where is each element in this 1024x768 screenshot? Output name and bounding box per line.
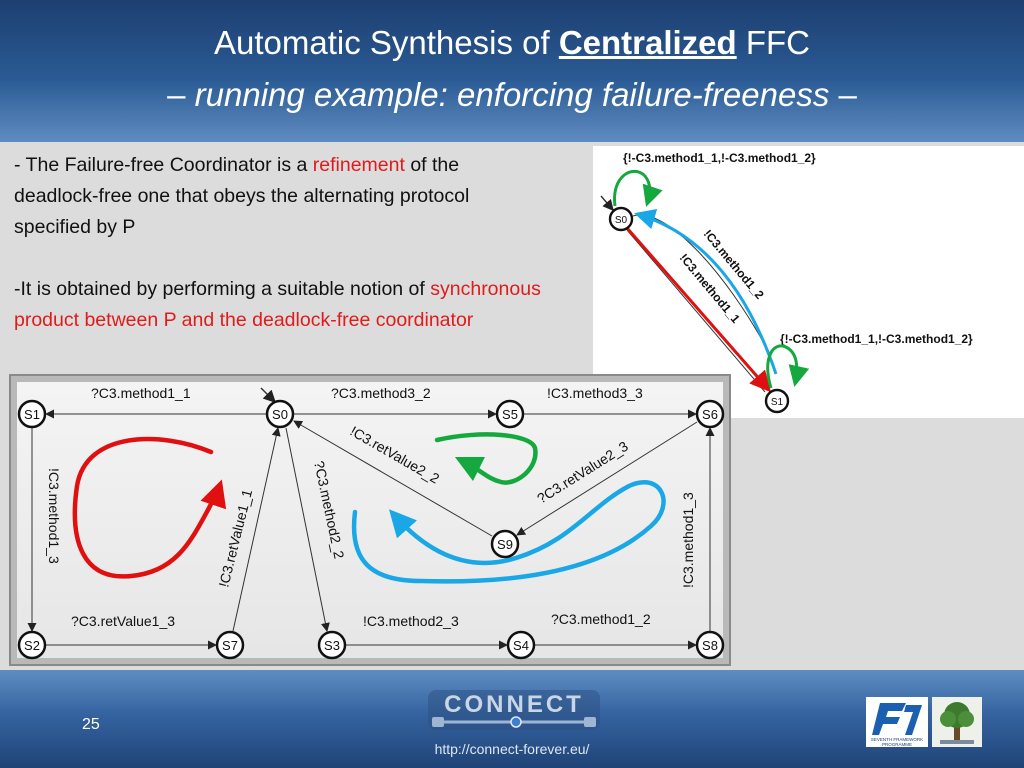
- state-s9-label: S9: [497, 537, 513, 552]
- state-s0-label: S0: [272, 407, 288, 422]
- state-s8-label: S8: [702, 638, 718, 653]
- state-s3: S3: [317, 630, 347, 660]
- label-s1-s2: !C3.method1_3: [46, 468, 62, 564]
- p2-text-a: -It is obtained by performing a suitable…: [14, 278, 431, 300]
- edge-s9-s0: [293, 420, 493, 537]
- state-s2-label: S2: [24, 638, 40, 653]
- paragraph-spacer: [14, 243, 544, 274]
- footer-url: http://connect-forever.eu/: [434, 741, 590, 757]
- initial-state-arrow: [260, 387, 276, 403]
- fp7-line1: SEVENTH FRAMEWORK: [871, 737, 923, 742]
- p1-text-b: of the deadlock-free one that obeys the …: [14, 154, 470, 238]
- green-loop-s0: [613, 169, 663, 207]
- state-s0-label: S0: [615, 215, 628, 226]
- state-s8: S8: [695, 630, 725, 660]
- state-s7-label: S7: [222, 638, 238, 653]
- state-s3-label: S3: [324, 638, 340, 653]
- coordinator-diagram: ?C3.method1_1 ?C3.method3_2 !C3.method3_…: [11, 376, 729, 664]
- top-label-s1-loop: {!-C3.method1_1,!-C3.method1_2}: [780, 332, 973, 346]
- connect-logo: CONNECT: [424, 686, 604, 734]
- p1-text-a: - The Failure-free Coordinator is a: [14, 154, 313, 176]
- blue-loop-arrow: [351, 479, 666, 584]
- label-s3-s4: !C3.method2_3: [363, 613, 459, 629]
- label-s2-s7: ?C3.retValue1_3: [71, 613, 175, 629]
- edge-s6-s9: [516, 421, 698, 536]
- state-s0: S0: [265, 399, 295, 429]
- state-s1: [764, 388, 790, 414]
- subtitle-dash-open: –: [167, 76, 195, 113]
- title-emphasis: Centralized: [558, 24, 737, 61]
- edge-s0-s1-lower: [626, 229, 766, 393]
- state-s6-label: S6: [702, 407, 718, 422]
- label-s0-s5: ?C3.method3_2: [331, 385, 431, 401]
- green-loop-s1: [766, 344, 810, 389]
- state-s0: [608, 206, 634, 232]
- state-s1: S1: [17, 399, 47, 429]
- tree-logo: [932, 697, 982, 747]
- paragraph-product: -It is obtained by performing a suitable…: [14, 274, 544, 336]
- slide-header: Automatic Synthesis of Centralized FFC –…: [0, 0, 1024, 142]
- state-s9: S9: [490, 529, 520, 559]
- red-loop-arrow: [72, 436, 227, 579]
- label-s8-s6: !C3.method1_3: [680, 492, 696, 588]
- state-s5-label: S5: [502, 407, 518, 422]
- p2-highlight: synchronous product between P and the de…: [14, 278, 541, 331]
- state-s6: S6: [695, 399, 725, 429]
- diagram-canvas: [17, 382, 723, 658]
- label-s5-s6: !C3.method3_3: [547, 385, 643, 401]
- subtitle-text: running example: enforcing failure-freen…: [194, 76, 830, 113]
- red-path-arrow: [625, 227, 771, 393]
- state-s1-label: S1: [24, 407, 40, 422]
- body-text: - The Failure-free Coordinator is a refi…: [14, 150, 544, 336]
- page-number: 25: [82, 716, 100, 733]
- state-s7: S7: [215, 630, 245, 660]
- top-label-s0-loop: {!-C3.method1_1,!-C3.method1_2}: [623, 151, 816, 165]
- state-s4: S4: [506, 630, 536, 660]
- state-s4-label: S4: [513, 638, 529, 653]
- initial-arrow: [600, 195, 614, 212]
- edge-s7-s0: [232, 427, 281, 632]
- fp7-line2: PROGRAMME: [882, 742, 912, 747]
- subtitle-dash-close: –: [829, 76, 857, 113]
- title-prefix: Automatic Synthesis of: [213, 24, 559, 61]
- green-loop-arrow: [434, 432, 538, 485]
- paragraph-refinement: - The Failure-free Coordinator is a refi…: [14, 150, 544, 243]
- blue-path-arrow: [634, 208, 778, 375]
- label-s0-s1: ?C3.method1_1: [91, 385, 191, 401]
- failure-free-property-diagram: {!-C3.method1_1,!-C3.method1_2} {!-C3.me…: [593, 146, 1024, 418]
- state-s1-label: S1: [771, 397, 784, 408]
- state-s5: S5: [495, 399, 525, 429]
- edge-s0-s3: [285, 427, 330, 632]
- p1-highlight: refinement: [312, 154, 405, 176]
- label-s4-s8: ?C3.method1_2: [551, 611, 651, 627]
- fp7-logo: SEVENTH FRAMEWORK PROGRAMME: [866, 697, 928, 747]
- slide-title: Automatic Synthesis of Centralized FFC: [0, 24, 1024, 62]
- slide-subtitle: – running example: enforcing failure-fre…: [0, 76, 1024, 114]
- state-s2: S2: [17, 630, 47, 660]
- title-suffix: FFC: [736, 24, 811, 61]
- connect-logo-text: CONNECT: [444, 691, 584, 718]
